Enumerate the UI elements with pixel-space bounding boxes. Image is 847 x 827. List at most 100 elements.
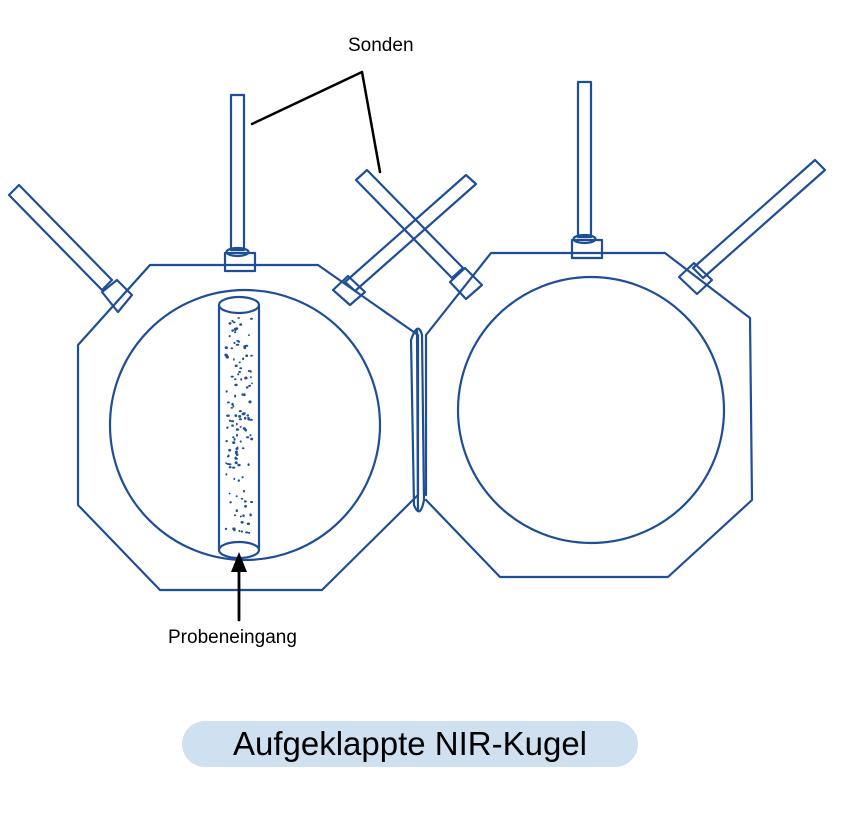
particle — [240, 497, 244, 500]
particle — [249, 513, 252, 517]
caption: Aufgeklappte NIR-Kugel — [232, 725, 588, 762]
particle — [242, 412, 246, 415]
particle — [239, 425, 242, 428]
particle — [245, 354, 249, 358]
particle — [235, 509, 238, 512]
particle — [239, 515, 242, 518]
particle — [249, 418, 253, 421]
particle — [225, 390, 228, 393]
particle — [228, 335, 231, 338]
particle — [244, 416, 247, 420]
label-sample-inlet: Probeneingang — [168, 627, 297, 648]
particle — [225, 462, 228, 465]
probe-upper-left — [7, 183, 134, 314]
particle — [228, 492, 231, 495]
particle — [234, 383, 238, 387]
particle — [234, 394, 237, 398]
particle — [235, 453, 239, 456]
left-sphere — [108, 288, 382, 562]
particle — [235, 428, 240, 431]
particle — [237, 317, 240, 319]
particle — [231, 329, 234, 332]
particle — [239, 415, 242, 418]
particle — [236, 433, 238, 437]
particle — [231, 424, 234, 427]
particle — [249, 434, 252, 437]
right-sphere — [456, 275, 726, 545]
particle — [230, 420, 235, 423]
particle — [240, 378, 243, 381]
particle — [248, 531, 251, 534]
particle — [245, 386, 249, 389]
particle — [229, 501, 232, 504]
hinge — [409, 327, 426, 513]
particle — [239, 440, 242, 443]
particle — [244, 376, 248, 380]
particle — [250, 501, 254, 503]
particle — [234, 461, 238, 465]
particle — [249, 370, 252, 373]
sample-tube — [217, 295, 261, 560]
particle — [247, 334, 250, 336]
particle — [249, 317, 253, 320]
particle — [228, 448, 232, 452]
particle — [232, 527, 236, 530]
particle — [227, 401, 230, 404]
particle — [246, 522, 250, 526]
particle — [239, 323, 243, 326]
particle — [238, 361, 241, 364]
particle — [232, 466, 236, 469]
particle — [233, 438, 236, 441]
particle — [233, 514, 237, 517]
particle — [250, 354, 253, 357]
particle — [241, 476, 244, 479]
particle — [234, 378, 237, 381]
probe-right-upper-left — [354, 168, 484, 301]
particle — [245, 436, 250, 439]
particle — [234, 450, 238, 454]
left-octagon-housing — [76, 263, 420, 592]
particle — [228, 463, 232, 466]
particle — [232, 321, 236, 324]
particle — [235, 343, 240, 346]
particle — [234, 331, 237, 334]
probe-left-upper-right — [331, 173, 478, 307]
particle — [234, 457, 238, 460]
particle — [228, 322, 232, 325]
particle — [245, 531, 249, 534]
particle — [230, 347, 234, 350]
particle — [231, 319, 234, 323]
particle — [238, 370, 242, 373]
particle — [241, 447, 245, 450]
particle — [236, 340, 240, 342]
particle — [236, 446, 239, 450]
particle — [250, 376, 252, 379]
particle — [242, 393, 246, 397]
particle — [226, 426, 229, 429]
particle — [237, 373, 240, 376]
probe-right-upper-right — [677, 158, 827, 296]
particle — [244, 504, 247, 508]
particle — [228, 419, 232, 422]
particle — [250, 437, 254, 441]
particle — [235, 495, 238, 498]
probe-top-left — [223, 93, 257, 273]
particle — [242, 514, 245, 517]
particle — [225, 440, 228, 443]
particle — [246, 414, 250, 417]
particle — [238, 529, 241, 533]
particle — [232, 441, 236, 444]
particle — [238, 410, 242, 413]
particle — [224, 353, 228, 357]
particle — [233, 358, 235, 361]
particle — [224, 346, 228, 350]
particle — [233, 341, 236, 345]
particle — [242, 489, 246, 493]
particle — [226, 414, 230, 417]
caption-background — [182, 721, 638, 767]
particle — [228, 466, 232, 469]
particle — [243, 346, 247, 350]
particle — [227, 454, 230, 457]
particle — [237, 463, 241, 467]
probe-top-right — [570, 80, 604, 260]
